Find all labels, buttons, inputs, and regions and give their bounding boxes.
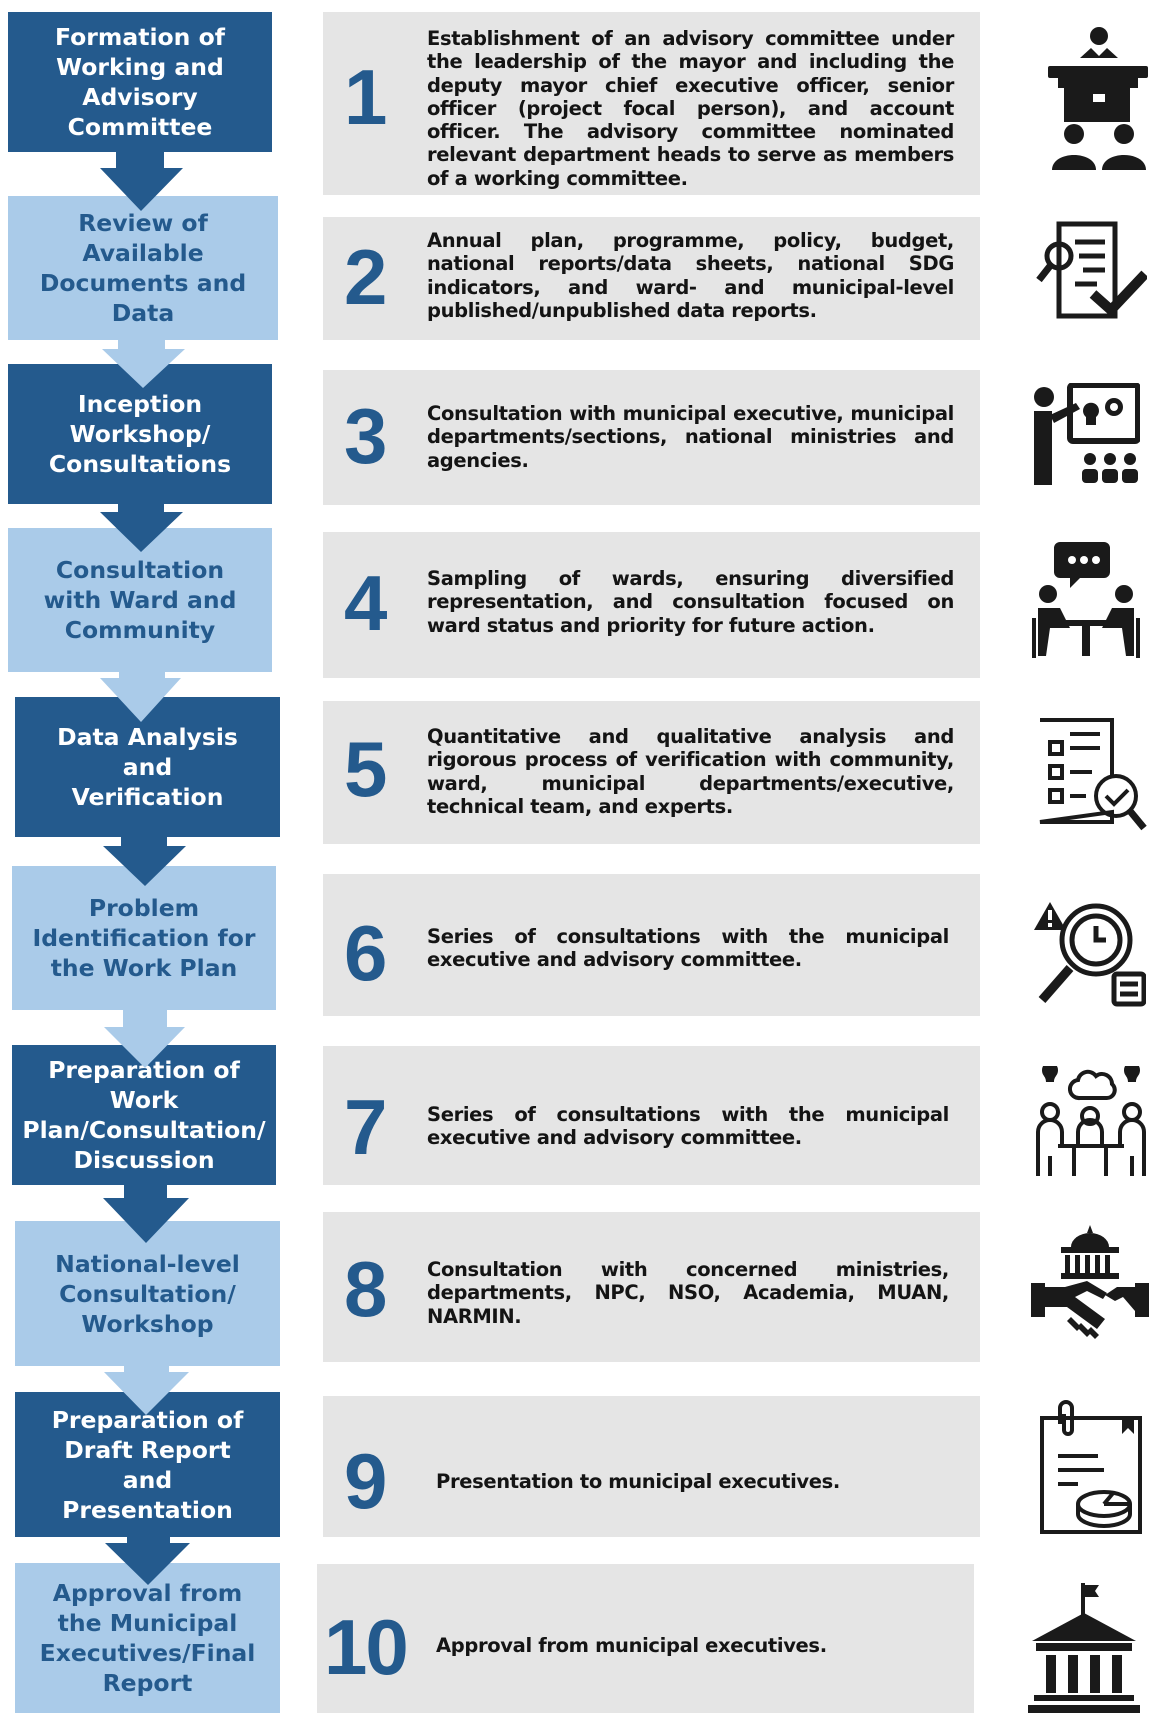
step-panel-6 <box>323 874 980 1016</box>
step-desc-1: Establishment of an advisory committee u… <box>427 27 954 190</box>
step-box-1: Formation of Working and Advisory Commit… <box>8 12 272 152</box>
step-box-4: Consultation with Ward and Community <box>8 528 272 672</box>
step-panel-8 <box>323 1212 980 1362</box>
step-title-7: Preparation of Work Plan/Consultation/ D… <box>22 1056 266 1174</box>
step-desc-3: Consultation with municipal executive, m… <box>427 402 954 472</box>
document-review-icon <box>1035 220 1147 322</box>
step-panel-1 <box>323 12 980 195</box>
step-title-4: Consultation with Ward and Community <box>43 556 237 644</box>
step-panel-5 <box>323 701 980 844</box>
conversation-table-icon <box>1030 538 1142 658</box>
step-box-2: Review of Available Documents and Data <box>8 196 278 340</box>
step-panel-7 <box>323 1046 980 1185</box>
step-number-5: 5 <box>344 725 387 813</box>
step-number-4: 4 <box>344 559 387 647</box>
arrow-6 <box>104 1010 185 1068</box>
step-desc-2: Annual plan, programme, policy, budget, … <box>427 229 954 322</box>
step-panel-4 <box>323 532 980 678</box>
step-title-8: National-level Consultation/ Workshop <box>55 1249 240 1338</box>
step-number-1: 1 <box>344 53 387 141</box>
draft-report-icon <box>1038 1400 1144 1536</box>
step-panel-2 <box>323 217 980 340</box>
step-desc-8: Consultation with concerned ministries, … <box>427 1258 949 1328</box>
arrow-8 <box>104 1366 189 1415</box>
problem-search-clock-icon <box>1034 896 1146 1008</box>
step-title-1: Formation of Working and Advisory Commit… <box>55 23 225 141</box>
step-title-9: Preparation of Draft Report and Presenta… <box>51 1405 244 1524</box>
step-panel-9 <box>323 1396 980 1537</box>
checklist-verify-icon <box>1036 716 1148 832</box>
step-box-8: National-level Consultation/ Workshop <box>15 1221 280 1366</box>
step-desc-10: Approval from municipal executives. <box>436 1634 827 1657</box>
step-number-2: 2 <box>344 233 387 321</box>
step-desc-9: Presentation to municipal executives. <box>436 1470 840 1493</box>
step-desc-5: Quantitative and qualitative analysis an… <box>427 725 954 818</box>
step-panel-3 <box>323 370 980 505</box>
step-box-5: Data Analysis and Verification <box>15 697 280 837</box>
step-title-3: Inception Workshop/ Consultations <box>48 390 232 478</box>
step-number-8: 8 <box>344 1245 387 1333</box>
arrow-2 <box>102 340 185 388</box>
step-title-5: Data Analysis and Verification <box>57 723 238 811</box>
step-number-10: 10 <box>324 1603 409 1691</box>
step-number-6: 6 <box>344 909 387 997</box>
podium-meeting-icon <box>1042 22 1148 172</box>
step-number-9: 9 <box>344 1437 387 1525</box>
arrow-7 <box>103 1185 189 1243</box>
step-box-3: Inception Workshop/ Consultations <box>8 364 272 504</box>
step-box-6: Problem Identification for the Work Plan <box>12 866 276 1010</box>
step-title-2: Review of Available Documents and Data <box>39 209 247 327</box>
flow-arrows <box>100 152 190 1585</box>
arrow-4 <box>100 672 181 722</box>
step-title-10: Approval from the Municipal Executives/F… <box>39 1579 256 1697</box>
step-box-9: Preparation of Draft Report and Presenta… <box>15 1392 280 1537</box>
step-title-6: Problem Identification for the Work Plan <box>32 894 256 982</box>
municipal-building-icon <box>1028 1583 1140 1713</box>
step-number-7: 7 <box>344 1083 387 1171</box>
step-box-10: Approval from the Municipal Executives/F… <box>15 1563 280 1713</box>
step-desc-6: Series of consultations with the municip… <box>427 925 949 972</box>
arrow-1 <box>100 152 183 211</box>
arrow-5 <box>103 837 186 886</box>
step-desc-4: Sampling of wards, ensuring diversified … <box>427 567 954 637</box>
group-discussion-icon <box>1034 1066 1148 1178</box>
step-number-3: 3 <box>344 392 387 480</box>
step-box-7: Preparation of Work Plan/Consultation/ D… <box>12 1045 276 1185</box>
step-panel-10 <box>317 1564 974 1713</box>
step-desc-7: Series of consultations with the municip… <box>427 1103 949 1150</box>
arrow-3 <box>100 504 183 552</box>
government-handshake-icon <box>1031 1225 1149 1343</box>
presentation-workshop-icon <box>1030 383 1140 485</box>
arrow-9 <box>105 1537 190 1585</box>
